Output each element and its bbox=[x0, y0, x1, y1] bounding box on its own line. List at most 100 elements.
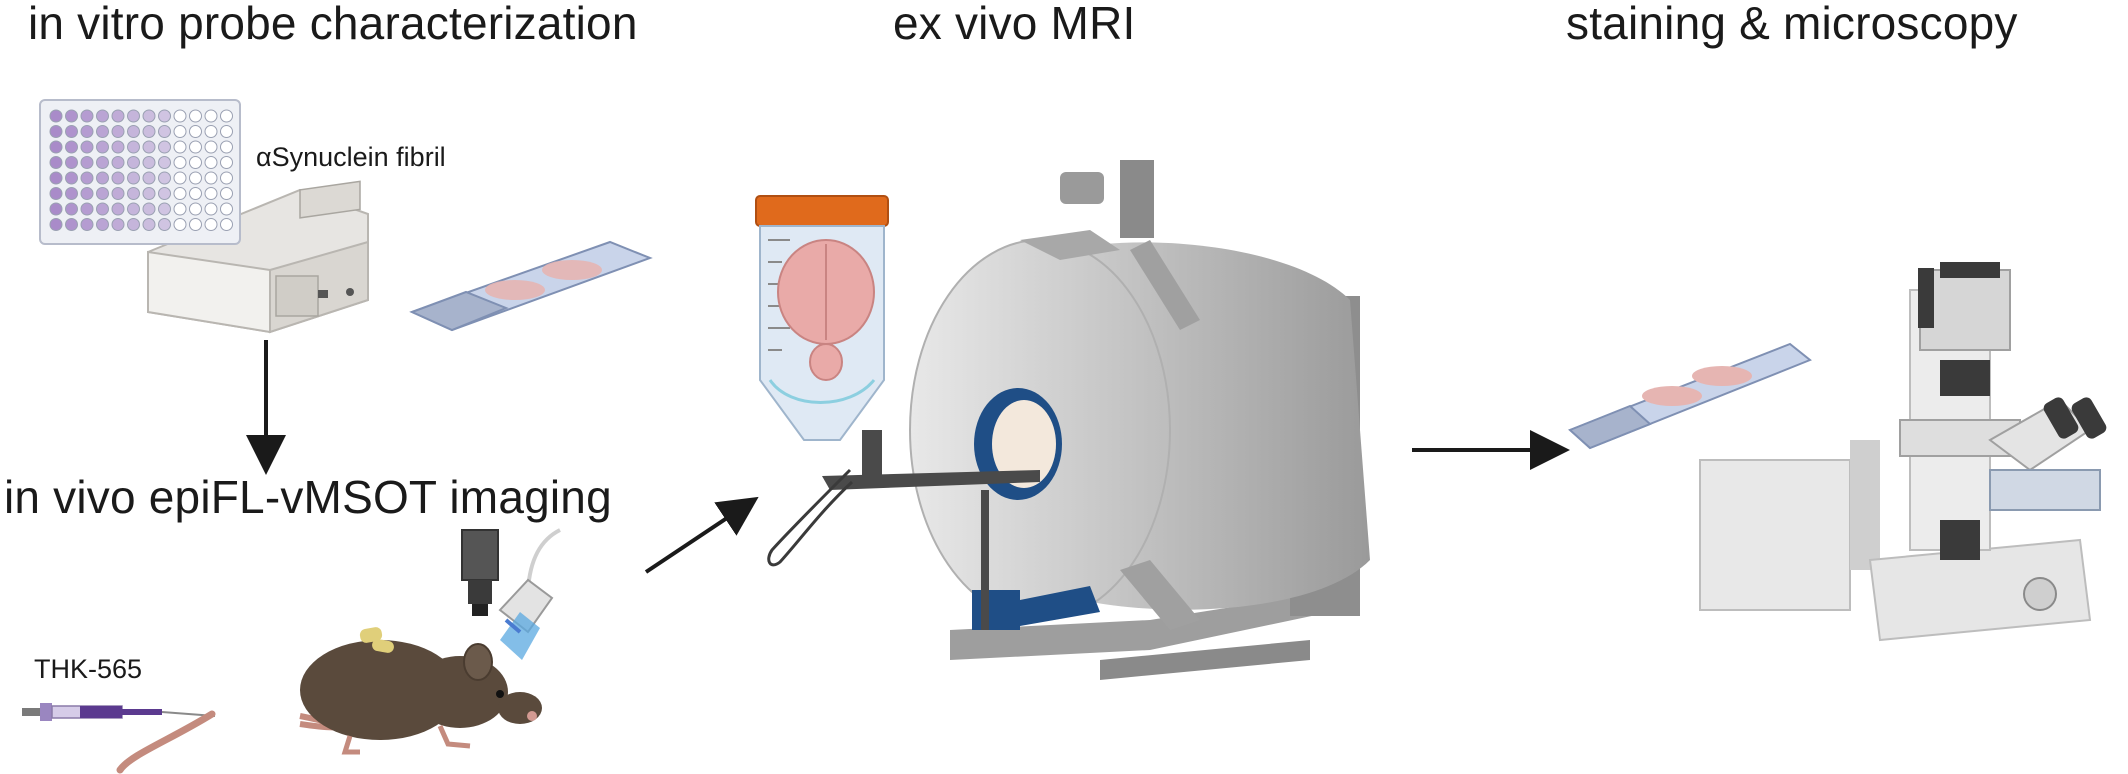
fibril-label: αSynuclein fibril bbox=[256, 142, 446, 172]
plate-well bbox=[127, 171, 140, 185]
plate-well bbox=[220, 218, 233, 231]
plate-well bbox=[189, 156, 202, 169]
plate-well bbox=[96, 171, 109, 185]
plate-well bbox=[96, 218, 109, 231]
plate-well bbox=[220, 156, 233, 169]
plate-well bbox=[173, 171, 187, 185]
plate-well bbox=[158, 202, 171, 216]
plate-well bbox=[111, 202, 125, 216]
plate-well bbox=[80, 202, 94, 216]
plate-well bbox=[158, 125, 171, 138]
plate-well bbox=[158, 156, 171, 169]
plate-well bbox=[80, 187, 94, 200]
plate-well bbox=[173, 140, 187, 154]
plate-well bbox=[49, 171, 63, 185]
plate-well bbox=[65, 202, 78, 216]
plate-well bbox=[65, 187, 78, 200]
plate-well bbox=[80, 171, 94, 185]
plate-well bbox=[142, 202, 156, 216]
plate-well bbox=[204, 218, 218, 231]
plate-well bbox=[142, 156, 156, 169]
ultrasound-probe-icon bbox=[498, 528, 561, 660]
plate-well bbox=[96, 202, 109, 216]
glass-slide-icon bbox=[1568, 342, 1812, 450]
plate-well bbox=[173, 109, 187, 123]
plate-well bbox=[111, 140, 125, 154]
plate-well bbox=[65, 140, 78, 154]
plate-well bbox=[49, 140, 63, 154]
plate-well bbox=[142, 140, 156, 154]
plate-well bbox=[204, 171, 218, 185]
plate-well bbox=[173, 218, 187, 231]
syringe-icon bbox=[22, 703, 216, 721]
plate-well bbox=[204, 140, 218, 154]
plate-well bbox=[96, 125, 109, 138]
plate-well bbox=[173, 156, 187, 169]
plate-well bbox=[49, 187, 63, 200]
plate-well bbox=[158, 140, 171, 154]
plate-well bbox=[111, 187, 125, 200]
plate-well bbox=[142, 218, 156, 231]
plate-well bbox=[80, 109, 94, 123]
plate-well bbox=[204, 125, 218, 138]
camera-icon bbox=[461, 529, 499, 616]
plate-well bbox=[65, 109, 78, 123]
plate-well bbox=[189, 171, 202, 185]
plate-well bbox=[127, 218, 140, 231]
arrow-to-mri bbox=[644, 496, 759, 574]
plate-well bbox=[49, 156, 63, 169]
plate-well bbox=[204, 202, 218, 216]
plate-well bbox=[80, 125, 94, 138]
plate-well bbox=[65, 125, 78, 138]
plate-well bbox=[220, 187, 233, 200]
microscope-icon bbox=[1699, 262, 2107, 642]
plate-well bbox=[96, 156, 109, 169]
invivo-title: in vivo epiFL-vMSOT imaging bbox=[4, 471, 612, 523]
plate-well bbox=[220, 109, 233, 123]
plate-well bbox=[49, 125, 63, 138]
invitro-title: in vitro probe characterization bbox=[28, 0, 638, 49]
plate-well bbox=[96, 109, 109, 123]
plate-well bbox=[142, 187, 156, 200]
plate-well bbox=[80, 140, 94, 154]
plate-well bbox=[111, 218, 125, 231]
plate-well bbox=[189, 187, 202, 200]
plate-well bbox=[204, 109, 218, 123]
plate-well bbox=[173, 202, 187, 216]
plate-well bbox=[49, 109, 63, 123]
plate-well bbox=[220, 171, 233, 185]
probe-label: THK-565 bbox=[34, 654, 143, 684]
plate-well bbox=[127, 140, 140, 154]
plate-well bbox=[65, 218, 78, 231]
plate-well bbox=[220, 140, 233, 154]
plate-well bbox=[189, 125, 202, 138]
plate-well bbox=[80, 218, 94, 231]
plate-well bbox=[127, 202, 140, 216]
exvivo-title: ex vivo MRI bbox=[893, 0, 1136, 49]
plate-well bbox=[49, 218, 63, 231]
plate-well bbox=[204, 156, 218, 169]
plate-well bbox=[65, 171, 78, 185]
plate-well bbox=[220, 125, 233, 138]
plate-well bbox=[127, 109, 140, 123]
plate-well bbox=[111, 156, 125, 169]
glass-slide-icon bbox=[409, 240, 653, 332]
plate-well bbox=[80, 156, 94, 169]
plate-well bbox=[111, 171, 125, 185]
plate-well bbox=[142, 109, 156, 123]
plate-well bbox=[189, 140, 202, 154]
plate-well bbox=[111, 109, 125, 123]
plate-well bbox=[158, 187, 171, 200]
plate-well bbox=[204, 187, 218, 200]
plate-well bbox=[189, 202, 202, 216]
plate-well bbox=[96, 140, 109, 154]
plate-well bbox=[158, 218, 171, 231]
mri-scanner-icon bbox=[767, 160, 1370, 680]
plate-well bbox=[142, 171, 156, 185]
plate-well bbox=[96, 187, 109, 200]
mouse-icon bbox=[116, 627, 542, 774]
plate-well bbox=[127, 125, 140, 138]
plate-well bbox=[65, 156, 78, 169]
plate-well bbox=[111, 125, 125, 138]
